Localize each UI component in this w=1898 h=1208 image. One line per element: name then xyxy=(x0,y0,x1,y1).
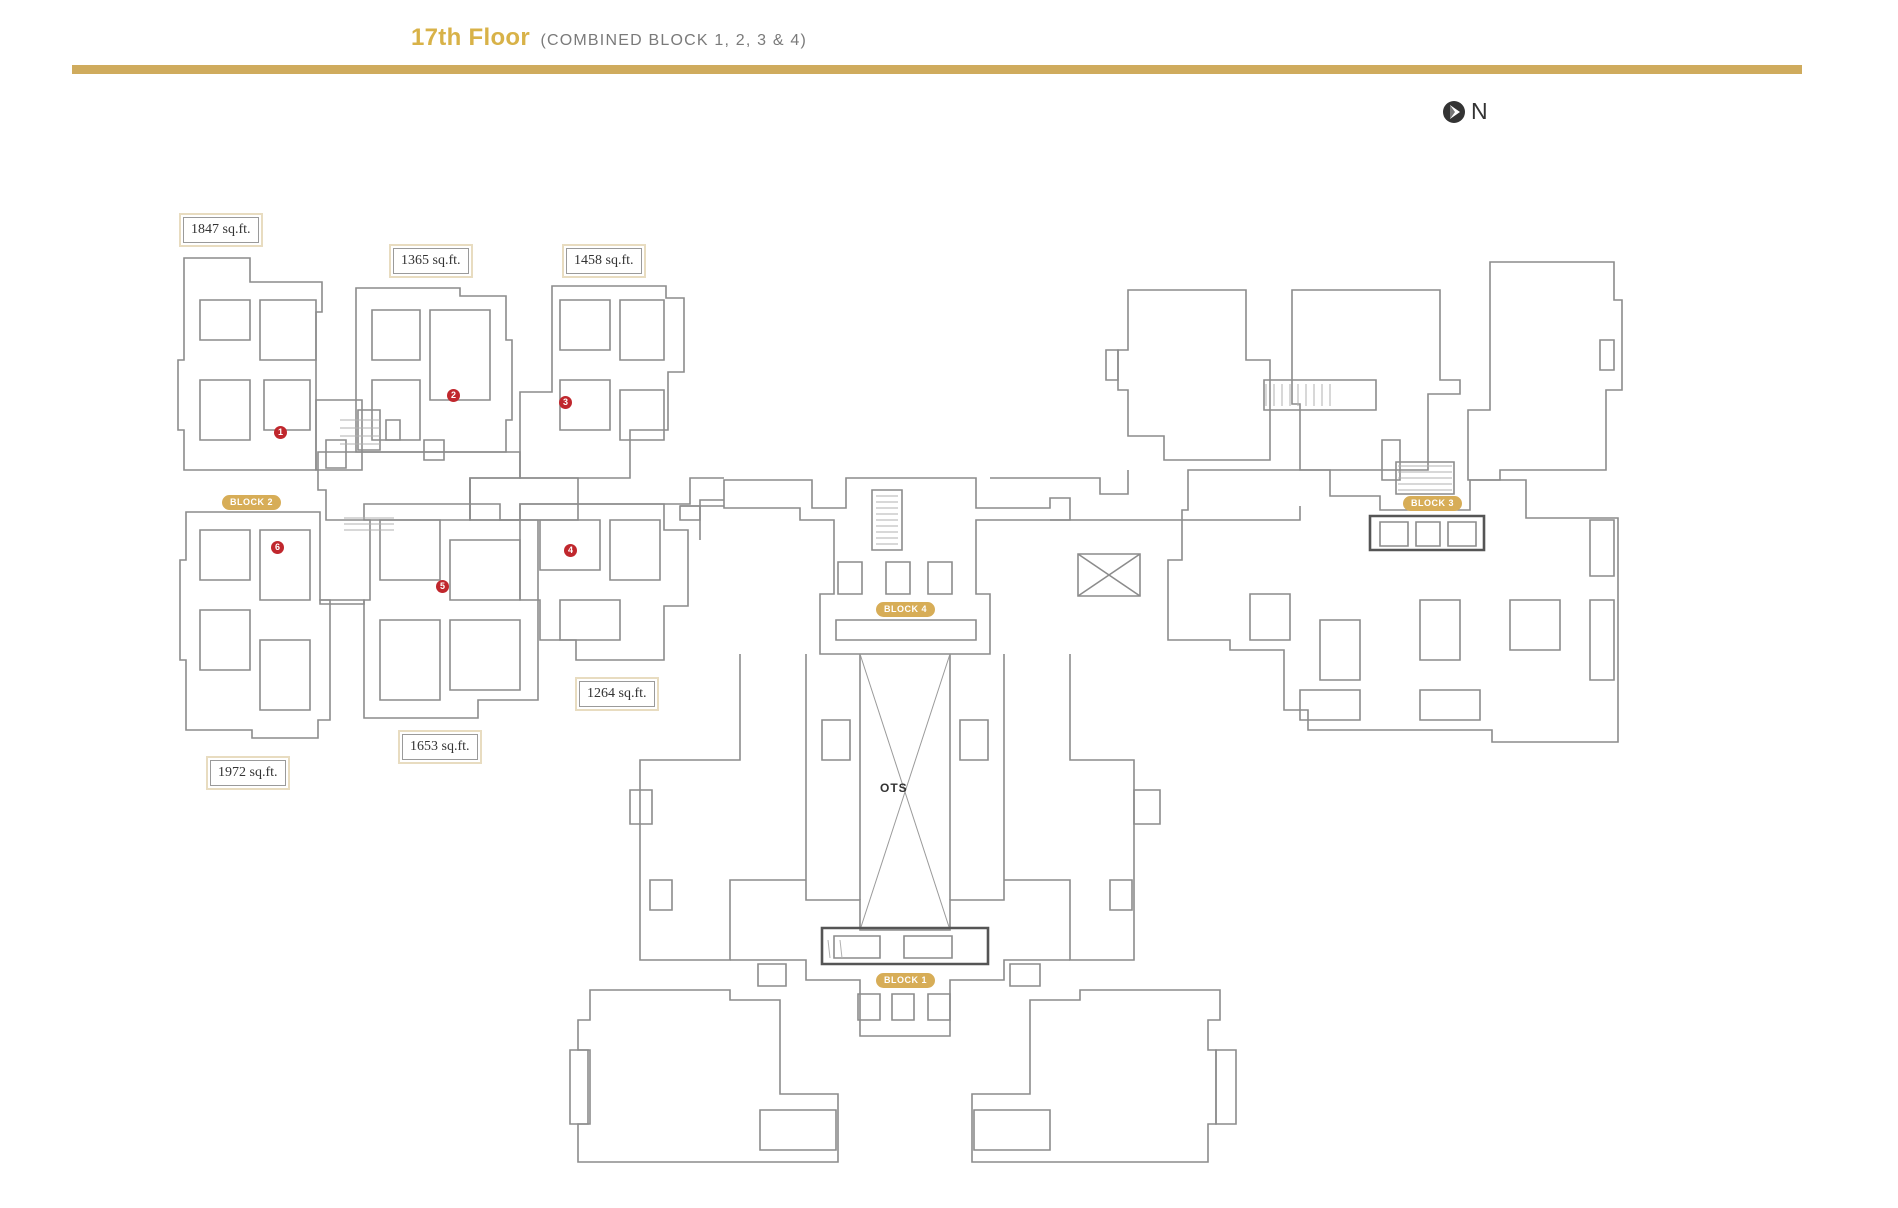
block-tag-4: BLOCK 4 xyxy=(876,602,936,617)
ots-label: OTS xyxy=(880,781,908,795)
floor-title: 17th Floor xyxy=(411,24,531,51)
area-label: 1264 sq.ft. xyxy=(575,677,659,711)
block-tag-1: BLOCK 1 xyxy=(876,973,936,988)
area-label: 1653 sq.ft. xyxy=(398,730,482,764)
page-header: 17th Floor (COMBINED BLOCK 1, 2, 3 & 4) xyxy=(411,24,807,52)
block-1-plan xyxy=(569,926,1237,1163)
block-tag-3: BLOCK 3 xyxy=(1403,496,1463,511)
area-label: 1972 sq.ft. xyxy=(206,756,290,790)
block-4-plan xyxy=(629,477,1161,961)
unit-marker: 5 xyxy=(436,580,449,593)
block-3-plan xyxy=(1077,261,1623,743)
compass-label: N xyxy=(1471,98,1488,124)
area-label: 1365 sq.ft. xyxy=(389,244,473,278)
area-label: 1458 sq.ft. xyxy=(562,244,646,278)
floor-subtitle: (COMBINED BLOCK 1, 2, 3 & 4) xyxy=(540,32,808,49)
unit-marker: 2 xyxy=(447,389,460,402)
block-tag-2: BLOCK 2 xyxy=(222,495,282,510)
area-label: 1847 sq.ft. xyxy=(179,213,263,247)
unit-marker: 1 xyxy=(274,426,287,439)
north-arrow-icon xyxy=(1443,100,1465,123)
compass: N xyxy=(1441,98,1488,125)
unit-marker: 4 xyxy=(564,544,577,557)
header-divider xyxy=(72,65,1802,74)
connecting-corridor xyxy=(469,470,1301,540)
unit-marker: 3 xyxy=(559,396,572,409)
unit-marker: 6 xyxy=(271,541,284,554)
